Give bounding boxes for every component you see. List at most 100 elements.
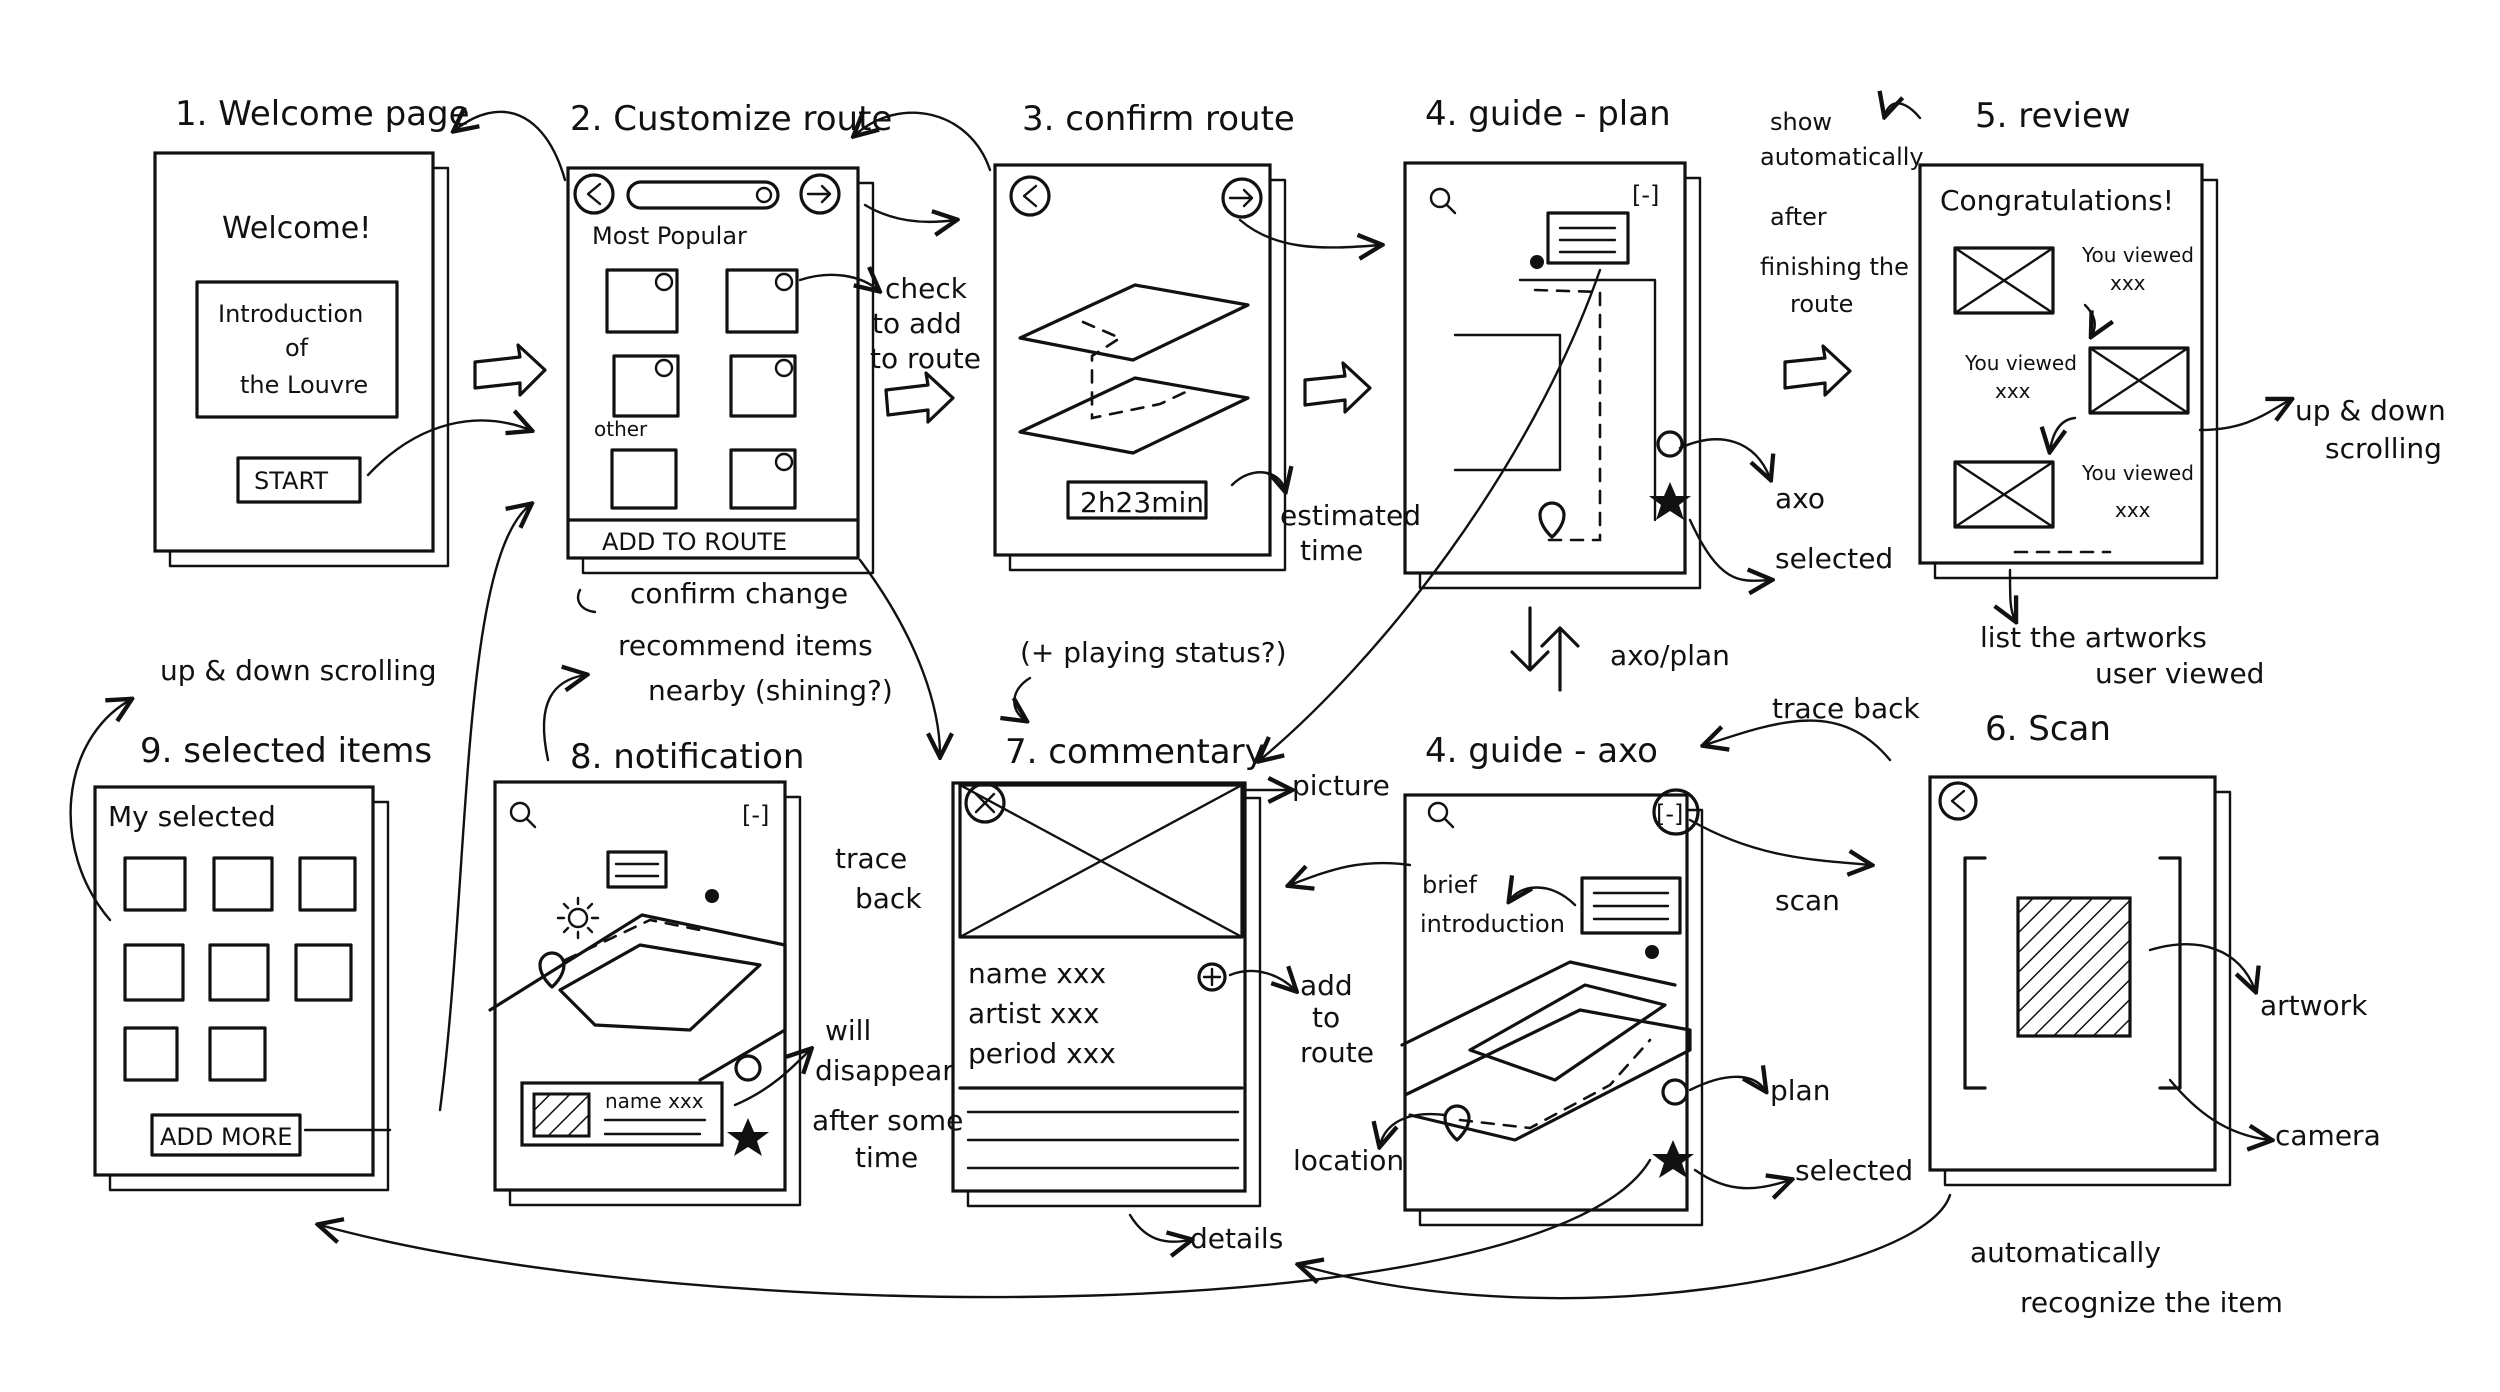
svg-text:selected: selected bbox=[1775, 542, 1893, 575]
svg-text:introduction: introduction bbox=[1420, 910, 1565, 938]
svg-text:trace back: trace back bbox=[1772, 692, 1920, 725]
star-icon[interactable] bbox=[1649, 482, 1691, 520]
screen-title: 3. confirm route bbox=[1022, 99, 1295, 139]
svg-text:trace: trace bbox=[835, 842, 907, 875]
star-icon[interactable] bbox=[1652, 1140, 1694, 1178]
svg-text:after some: after some bbox=[812, 1104, 963, 1137]
svg-text:time: time bbox=[1300, 534, 1363, 567]
svg-text:after: after bbox=[1770, 203, 1827, 231]
location-pin-icon bbox=[1538, 501, 1566, 539]
screen-title: 2. Customize route bbox=[570, 99, 892, 139]
screen-notification: 8. notification [-] name xxx bbox=[488, 737, 804, 1207]
search-icon[interactable] bbox=[1429, 187, 1451, 209]
close-icon[interactable] bbox=[964, 782, 1006, 824]
svg-text:back: back bbox=[855, 882, 922, 915]
artwork-name: name xxx bbox=[968, 957, 1106, 990]
svg-text:recognize the item: recognize the item bbox=[2020, 1286, 2283, 1319]
screen-scan: 6. Scan bbox=[1928, 709, 2232, 1187]
svg-text:artwork: artwork bbox=[2260, 989, 2368, 1022]
congrats-heading: Congratulations! bbox=[1940, 184, 2174, 217]
svg-text:list the artworks: list the artworks bbox=[1980, 621, 2207, 654]
svg-text:nearby (shining?): nearby (shining?) bbox=[648, 674, 893, 707]
scan-icon[interactable] bbox=[1652, 788, 1700, 836]
svg-text:selected: selected bbox=[1795, 1154, 1913, 1187]
back-icon[interactable] bbox=[1009, 175, 1051, 217]
svg-text:xxx: xxx bbox=[1995, 379, 2031, 403]
svg-text:disappear: disappear bbox=[815, 1054, 954, 1087]
svg-text:camera: camera bbox=[2275, 1119, 2381, 1152]
annotations: check to add to route estimated time sho… bbox=[160, 108, 2446, 1319]
screen-confirm-route: 3. confirm route 2h23min bbox=[993, 99, 1295, 572]
route-time: 2h23min bbox=[1080, 486, 1204, 519]
forward-icon[interactable] bbox=[1221, 177, 1263, 219]
section-label: other bbox=[594, 417, 648, 441]
search-icon bbox=[755, 186, 773, 204]
star-icon[interactable] bbox=[727, 1118, 769, 1156]
search-icon[interactable] bbox=[509, 801, 531, 823]
shining-icon bbox=[567, 907, 589, 929]
svg-text:axo: axo bbox=[1775, 482, 1825, 515]
view-toggle-icon[interactable] bbox=[734, 1054, 762, 1082]
add-to-route-button[interactable]: ADD TO ROUTE bbox=[602, 528, 787, 556]
svg-text:check: check bbox=[885, 272, 968, 305]
svg-text:You viewed: You viewed bbox=[2081, 243, 2194, 267]
svg-text:axo/plan: axo/plan bbox=[1610, 639, 1730, 672]
svg-text:user viewed: user viewed bbox=[2095, 657, 2264, 690]
screen-title: 1. Welcome page bbox=[175, 94, 470, 134]
screen-title: 4. guide - axo bbox=[1425, 731, 1658, 771]
add-icon[interactable] bbox=[1197, 962, 1227, 992]
svg-text:[-]: [-] bbox=[1656, 800, 1683, 828]
svg-text:xxx: xxx bbox=[2110, 271, 2146, 295]
svg-text:recommend items: recommend items bbox=[618, 629, 873, 662]
search-icon[interactable] bbox=[1427, 801, 1449, 823]
screen-title: 6. Scan bbox=[1985, 709, 2111, 749]
svg-text:to add: to add bbox=[872, 307, 962, 340]
view-toggle-icon[interactable] bbox=[1656, 430, 1684, 458]
svg-text:show: show bbox=[1770, 108, 1832, 136]
svg-text:brief: brief bbox=[1422, 871, 1478, 899]
screen-title: 8. notification bbox=[570, 737, 804, 777]
start-button[interactable] bbox=[236, 456, 362, 504]
collapse-icon[interactable]: [-] bbox=[1632, 181, 1659, 209]
svg-text:add: add bbox=[1300, 969, 1353, 1002]
svg-text:up & down: up & down bbox=[2295, 394, 2446, 427]
svg-text:route: route bbox=[1790, 290, 1853, 318]
screen-guide-plan: 4. guide - plan [-] bbox=[1403, 94, 1702, 590]
svg-text:will: will bbox=[825, 1014, 871, 1047]
add-more-label: ADD MORE bbox=[160, 1123, 292, 1151]
svg-text:time: time bbox=[855, 1141, 918, 1174]
collapse-icon[interactable]: [-] bbox=[742, 801, 769, 829]
screen-selected-items: 9. selected items My selected ADD MORE bbox=[93, 731, 432, 1192]
welcome-heading: Welcome! bbox=[222, 211, 371, 246]
screen-title: 5. review bbox=[1975, 96, 2131, 136]
my-selected-heading: My selected bbox=[108, 800, 276, 833]
svg-text:picture: picture bbox=[1292, 769, 1390, 802]
svg-text:location: location bbox=[1293, 1144, 1404, 1177]
route-time-badge bbox=[1066, 480, 1208, 520]
artwork-preview bbox=[2016, 896, 2132, 1038]
back-icon[interactable] bbox=[1938, 781, 1978, 821]
view-toggle-icon[interactable] bbox=[1661, 1078, 1689, 1106]
artwork-artist: artist xxx bbox=[968, 997, 1100, 1030]
svg-text:plan: plan bbox=[1770, 1074, 1830, 1107]
start-button-label: START bbox=[254, 467, 328, 495]
flow-arrows bbox=[473, 343, 1852, 692]
svg-text:(+ playing status?): (+ playing status?) bbox=[1020, 636, 1287, 669]
svg-text:scrolling: scrolling bbox=[2325, 432, 2442, 465]
svg-text:estimated: estimated bbox=[1280, 499, 1421, 532]
svg-text:to route: to route bbox=[870, 342, 981, 375]
svg-text:You viewed: You viewed bbox=[1964, 351, 2077, 375]
svg-text:automatically: automatically bbox=[1970, 1236, 2161, 1269]
artwork-period: period xxx bbox=[968, 1037, 1116, 1070]
connectors bbox=[69, 103, 2290, 1300]
forward-icon[interactable] bbox=[799, 173, 841, 215]
screen-title: 4. guide - plan bbox=[1425, 94, 1671, 134]
add-more-button[interactable] bbox=[150, 1113, 302, 1157]
svg-text:You viewed: You viewed bbox=[2081, 461, 2194, 485]
svg-text:the Louvre: the Louvre bbox=[240, 371, 368, 399]
screen-title: 9. selected items bbox=[140, 731, 432, 771]
search-input[interactable] bbox=[626, 180, 780, 210]
section-label: Most Popular bbox=[592, 222, 747, 250]
back-icon[interactable] bbox=[573, 173, 615, 215]
